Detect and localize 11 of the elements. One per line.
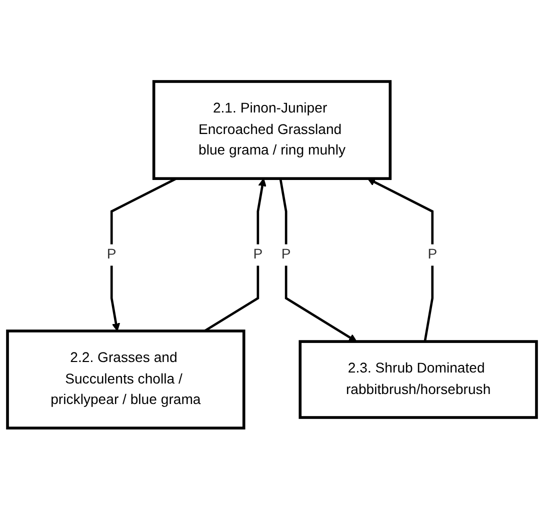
node-box: 2.3. Shrub Dominated rabbitbrush/horsebrush (298, 340, 538, 419)
arrow (204, 178, 266, 332)
arrow (279, 178, 357, 342)
edge-label: P (106, 246, 116, 262)
arrow (110, 177, 177, 332)
node-box: 2.1. Pinon-Juniper Encroached Grassland blue grama / ring muhly (152, 80, 392, 180)
arrow (367, 178, 434, 342)
node-box: 2.2. Grasses and Succulents cholla / pricklypear / blue grama (6, 329, 246, 430)
edge-label: P (253, 246, 263, 262)
edge-label: P (428, 246, 438, 262)
edge-label: P (281, 246, 291, 262)
